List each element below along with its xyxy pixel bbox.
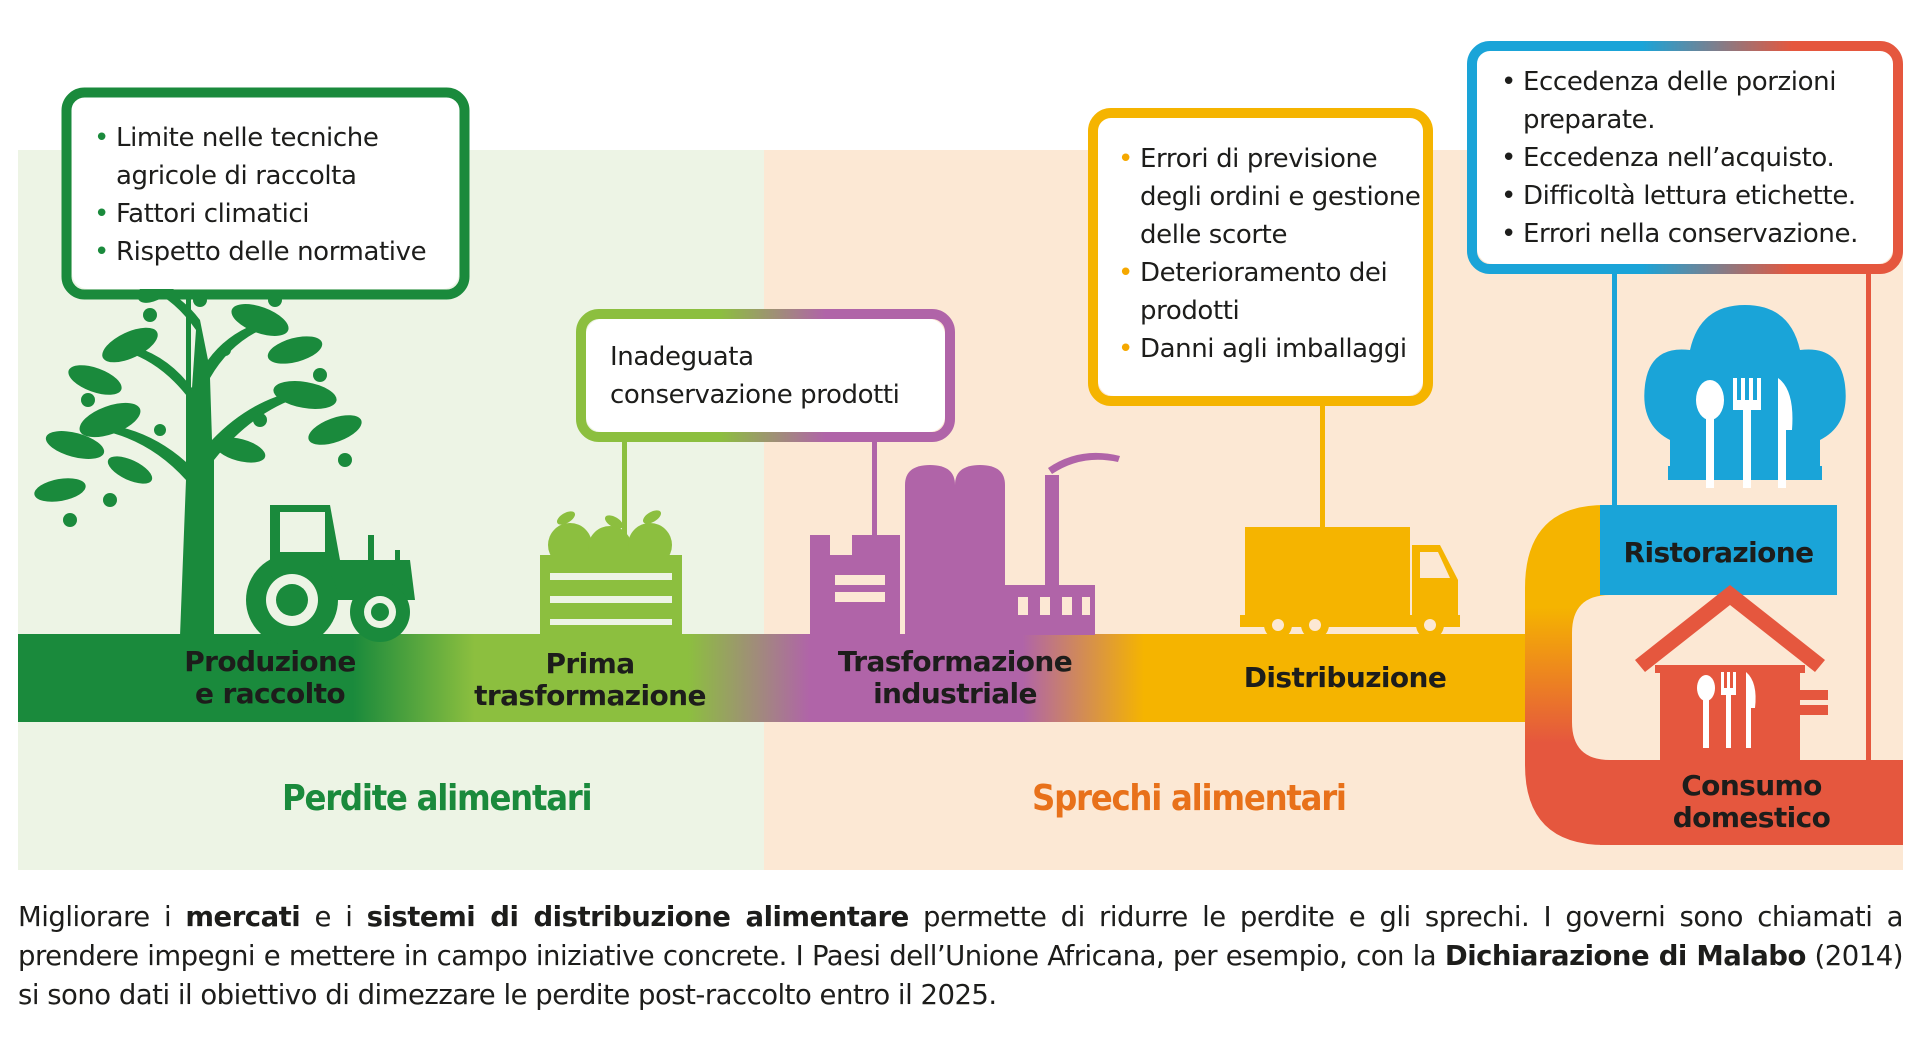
- stage-domestic-label: Consumo domestico: [1600, 770, 1903, 834]
- stage-first-processing-label: Prima trasformazione: [440, 648, 740, 712]
- stage-catering-label: Ristorazione: [1623, 536, 1814, 569]
- caption-paragraph: Migliorare i mercati e i sistemi di dist…: [18, 898, 1904, 1015]
- consumption-cause-item: Eccedenza delle porzioni preparate.: [1499, 63, 1893, 139]
- consumption-cause-item: Difficoltà lettura etichette.: [1499, 177, 1893, 215]
- consumption-causes-box: Eccedenza delle porzioni preparate. Ecce…: [1477, 51, 1893, 264]
- stage-production-line: Produzione: [184, 645, 356, 678]
- production-cause-item: Limite nelle tecniche agricole di raccol…: [92, 119, 459, 195]
- consumption-cause-item: Errori nella conservazione.: [1499, 215, 1893, 253]
- caption-bold: mercati: [185, 901, 301, 933]
- caption-bold: sistemi di distribuzione alimentare: [366, 901, 910, 933]
- domestic-band: [1600, 760, 1903, 845]
- losses-section-label: Perdite alimentari: [282, 778, 593, 819]
- caption-text: e i: [300, 901, 367, 933]
- first-processing-cause-line: Inadeguata: [610, 342, 754, 372]
- first-processing-causes-box: Inadeguata conservazione prodotti: [586, 319, 945, 432]
- consumption-cause-item: Eccedenza nell’acquisto.: [1499, 139, 1893, 177]
- stage-production-line: e raccolto: [194, 677, 346, 710]
- stage-domestic-line: Consumo: [1681, 769, 1822, 802]
- stage-first-processing-line: Prima: [545, 647, 636, 680]
- tractor-icon: [246, 505, 415, 646]
- flow-band: [18, 634, 1540, 722]
- delivery-truck-icon: [1240, 527, 1460, 639]
- production-cause-item: Fattori climatici: [92, 195, 459, 233]
- distribution-cause-item: Danni agli imballaggi: [1116, 330, 1423, 368]
- distribution-cause-item: Errori di previsione degli ordini e gest…: [1116, 140, 1423, 254]
- waste-section-label: Sprechi alimentari: [1032, 778, 1347, 819]
- chef-hat-cutlery-icon: [1644, 305, 1846, 488]
- apple-crate-icon: [540, 510, 682, 635]
- flow-loop: [1525, 505, 1612, 845]
- caption-text: (2014) si sono dati il obiettivo di dime…: [18, 940, 1904, 1011]
- production-cause-item: Rispetto delle normative: [92, 233, 459, 271]
- stage-domestic-line: domestico: [1672, 801, 1831, 834]
- stage-industrial-label: Trasformazione industriale: [805, 646, 1105, 710]
- production-causes-box: Limite nelle tecniche agricole di raccol…: [72, 98, 459, 289]
- caption-text: Migliorare i: [18, 901, 186, 933]
- caption-text: permette di ridurre le perdite e gli spr…: [18, 901, 1903, 972]
- stage-distribution-label: Distribuzione: [1243, 661, 1447, 694]
- stage-industrial-line: Trasformazione: [837, 645, 1073, 678]
- house-cutlery-icon: [1635, 585, 1828, 765]
- caption-bold: Dichiarazione di Malabo: [1444, 940, 1806, 972]
- distribution-causes-box: Errori di previsione degli ordini e gest…: [1098, 118, 1423, 396]
- stage-industrial-line: industriale: [873, 677, 1037, 710]
- catering-band: [1600, 505, 1837, 595]
- first-processing-cause-line: conservazione prodotti: [610, 380, 900, 410]
- stage-first-processing-line: trasformazione: [474, 679, 706, 712]
- factory-icon: [810, 452, 1120, 635]
- stage-production-label: Produzione e raccolto: [120, 646, 420, 710]
- distribution-cause-item: Deterioramento dei prodotti: [1116, 254, 1423, 330]
